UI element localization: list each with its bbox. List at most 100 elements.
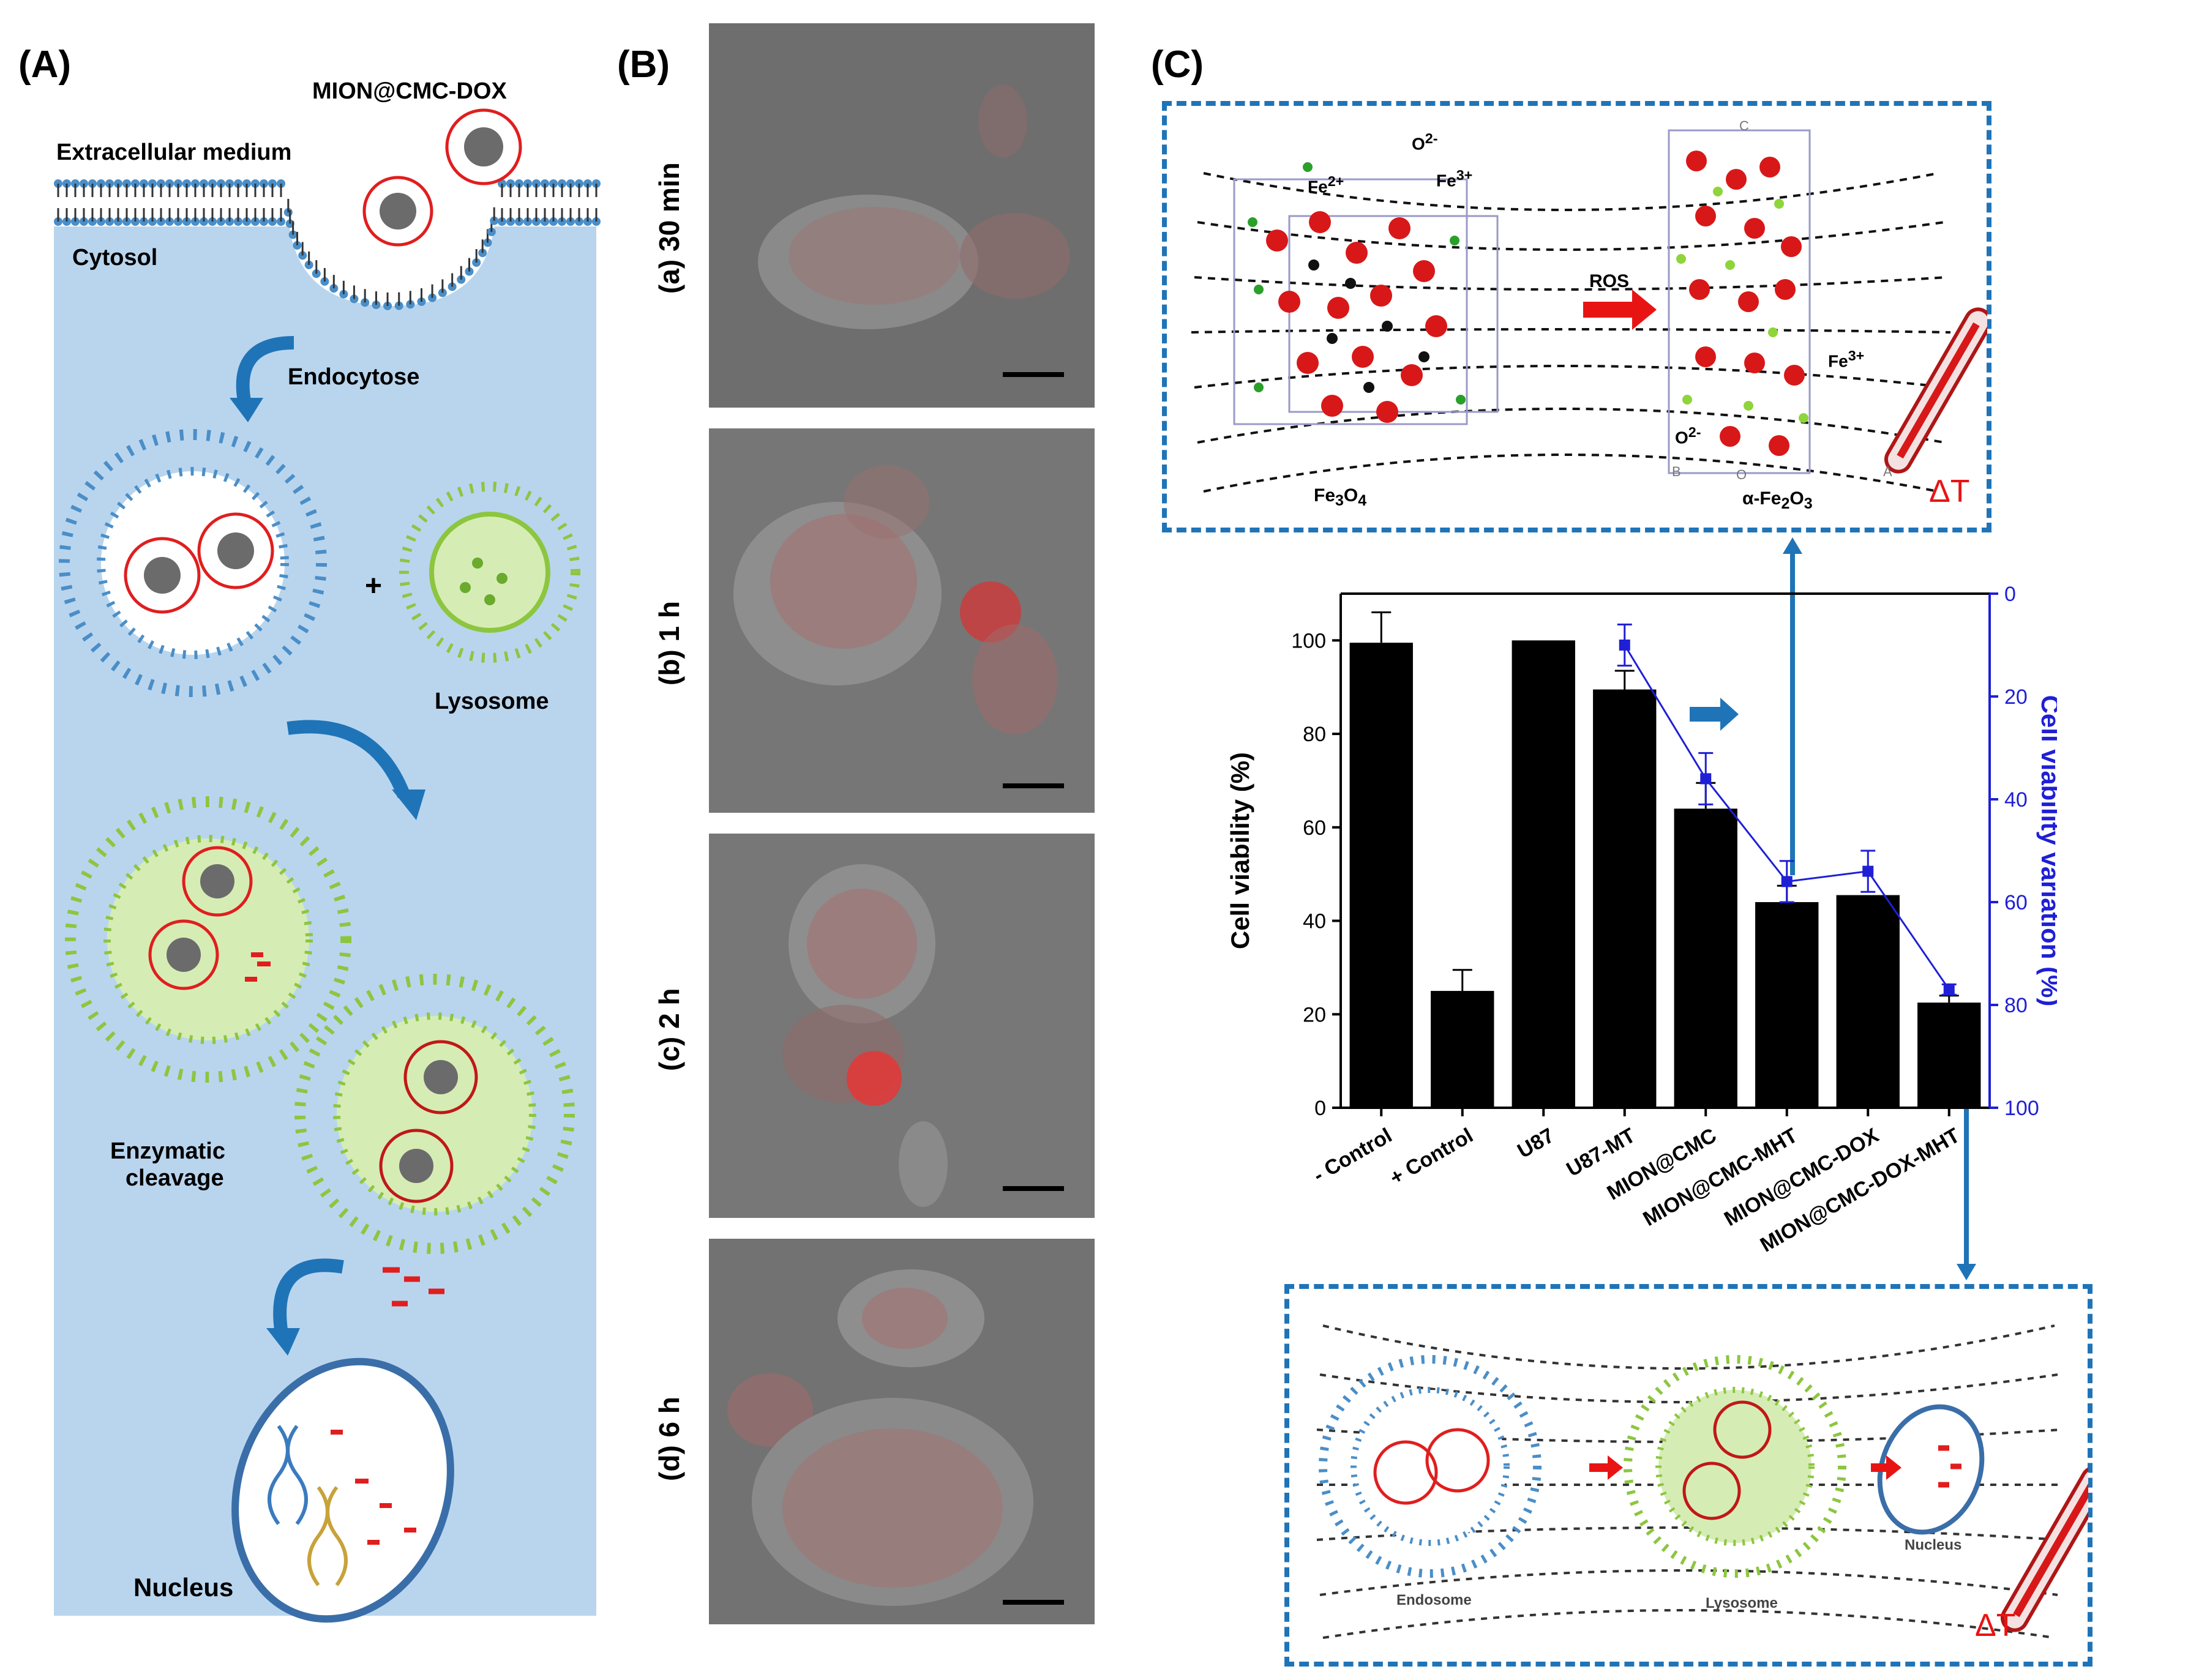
category-label: U87 [1513,1124,1558,1163]
panel-a-letter: (A) [18,43,72,86]
cell-viability-chart: 0 20 40 60 80 100 0 20 40 60 80 100 - Control+ Contr… [1226,583,2057,1257]
fe3o4-lattice [1233,162,1499,425]
arrow-to-nucleus [273,1258,344,1335]
arrow-fusion [287,720,411,798]
bar [1593,689,1657,1108]
lysosome-label-bottom: Lysosome [1706,1595,1778,1611]
endolysosome-vesicle [65,796,351,1083]
scale-bar [1003,1186,1064,1191]
bar [1755,902,1819,1108]
variation-point [1862,865,1874,877]
o2-label-left: O2- [1412,130,1438,154]
category-label: - Control [1309,1124,1396,1187]
thermometer-icon-bottom [2001,1466,2088,1632]
endosome-label: Endosome [1396,1592,1472,1608]
released-dox [383,1267,444,1307]
y-tick-label: 20 [1303,1003,1326,1026]
micrograph-1h [709,428,1095,813]
y2-tick-label: 60 [2004,891,2028,914]
field-lines [1191,172,1951,493]
delta-t-top: ΔT [1929,474,1970,509]
bottom-arrow-1 [1589,1455,1623,1480]
cleavage-vesicle [294,974,575,1254]
nanoparticle-label: MION@CMC-DOX [312,78,507,104]
bar [1836,895,1900,1108]
y-axis-title: Cell viability (%) [1226,752,1254,949]
y2-tick-label: 20 [2004,685,2028,709]
y2-tick-label: 80 [2004,994,2028,1017]
y2-tick-label: 40 [2004,788,2028,812]
y-tick-label: 100 [1291,629,1326,652]
bottom-nucleus [1877,1404,1985,1535]
enzymatic-label-1: Enzymatic [110,1138,225,1164]
y-tick-label: 0 [1314,1097,1326,1120]
micrograph-2h [709,834,1095,1218]
axis-o-label: O [1736,467,1747,482]
cells-6h [727,1269,1064,1606]
cells-30min [758,84,1070,377]
variation-point [1781,876,1793,887]
arrow-right-axis [1690,698,1739,731]
ros-label: ROS [1589,271,1630,291]
panel-c-letter: (C) [1151,43,1204,86]
intracellular-box: Endosome Lysosome Nucleus ΔT [1284,1284,2092,1667]
bar [1349,643,1413,1108]
scale-bar [1003,372,1064,377]
bottom-arrow-2 [1871,1455,1901,1480]
fe3o4-label: Fe3O4 [1314,485,1367,509]
variation-point [1700,773,1712,785]
axis-b-label: B [1672,464,1681,479]
membrane-pit-fill [288,202,496,306]
bottom-endosome [1319,1355,1542,1578]
y2-tick-label: 100 [2004,1097,2039,1120]
plus-sign: + [365,570,383,602]
lysosome-label: Lysosome [435,689,549,714]
y-tick-label: 40 [1303,910,1326,933]
extracellular-label: Extracellular medium [56,140,292,165]
nucleus-compartment [231,1357,454,1623]
lysosome-vesicle [399,482,580,663]
nucleus-label-bottom: Nucleus [1905,1537,1962,1553]
y2-tick-label: 0 [2004,583,2016,606]
axis-c-label: C [1739,118,1749,133]
scale-bar [1003,783,1064,788]
bar [1917,1002,1981,1108]
cells-2h [782,864,1064,1207]
micrograph-6h [709,1239,1095,1624]
y-tick-label: 60 [1303,816,1326,840]
nucleus-label: Nucleus [133,1573,234,1602]
bar [1674,808,1737,1108]
endosome-vesicle [59,429,327,697]
category-label: + Control [1386,1124,1477,1190]
arrow-endocytose [236,336,294,406]
delta-t-bottom: ΔT [1975,1608,2016,1643]
arrow-to-top-box [1783,537,1802,875]
ros-arrow [1583,289,1657,330]
y-tick-label: 80 [1303,723,1326,746]
axis-a-label: A [1883,464,1892,479]
bar [1431,991,1494,1108]
crystal-transformation-box: O2- Fe2+ Fe3+ ROS Fe3+ O2- C B O A Fe3O4… [1162,101,1991,532]
micrograph-30min [709,23,1095,408]
variation-point [1619,640,1630,651]
enzymatic-label-2: cleavage [126,1165,224,1191]
bar [1512,640,1575,1108]
scale-bar [1003,1600,1064,1605]
thermometer-icon-top [1884,307,1987,474]
cell-membrane [54,179,601,310]
endocytose-label: Endocytose [288,364,420,390]
y2-axis-title: Cell viability variation (%) [2036,695,2057,1007]
cytosol-label: Cytosol [72,245,158,271]
panel-b-letter: (B) [617,43,670,86]
intracellular-heating-scheme [1316,1324,2088,1639]
bottom-lysosome [1624,1355,1846,1578]
crystal-structures [1191,129,1987,493]
fe2-label: Fe2+ [1308,173,1344,196]
fe2o3-label: α-Fe2O3 [1742,488,1813,512]
fe3-label-right: Fe3+ [1828,348,1865,371]
variation-point [1943,984,1955,995]
panel-a-illustration [54,108,601,1623]
fe2o3-lattice [1668,129,1811,474]
fe3-label-left: Fe3+ [1436,167,1473,190]
